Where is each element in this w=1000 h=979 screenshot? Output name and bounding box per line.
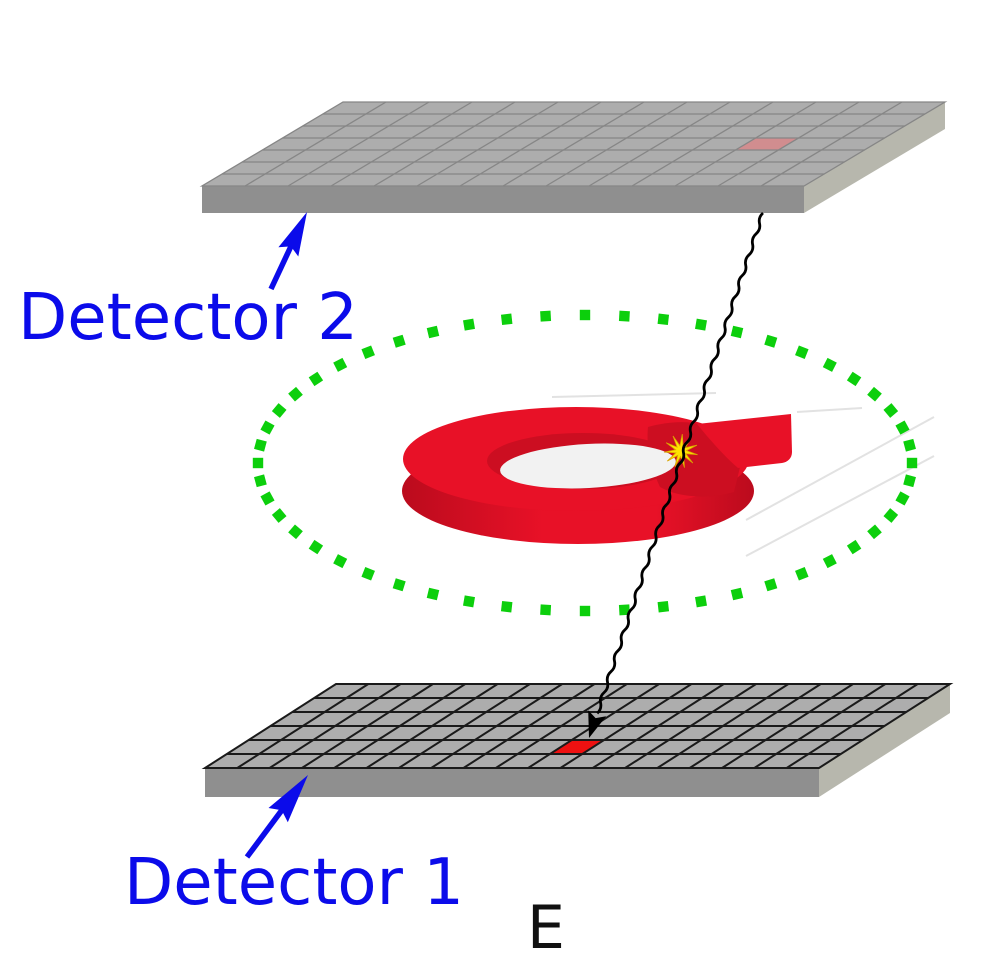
fov-dot [333, 357, 348, 372]
grid-line [760, 101, 903, 187]
fov-dot [308, 371, 324, 387]
arrow-head [278, 212, 307, 257]
fov-dot [462, 318, 476, 331]
ring-hole [500, 443, 676, 489]
arrow-head [268, 775, 308, 823]
grid-line [244, 101, 387, 187]
fov-dot [867, 524, 882, 540]
annihilation-star [663, 434, 698, 468]
fov-dot [618, 604, 630, 616]
fov-dot [271, 508, 287, 523]
detector-2-plate [199, 101, 948, 213]
fov-dot [308, 539, 324, 555]
hit-cell-detector-1 [550, 740, 605, 754]
fov-dot [254, 438, 267, 452]
grid-line [631, 101, 774, 187]
fov-dot [540, 310, 552, 322]
fov-dot [895, 420, 910, 435]
fov-dot [500, 313, 513, 326]
fov-dot [906, 457, 918, 469]
fov-dot [579, 605, 591, 617]
fov-dot [579, 309, 591, 321]
fov-dot [822, 357, 837, 372]
grid-line [330, 101, 473, 187]
detector-2-arrow [268, 212, 307, 291]
fov-dot [271, 403, 287, 418]
ring-tail [697, 414, 792, 468]
annihilation-star-icon [663, 434, 698, 468]
fov-dot [462, 595, 476, 608]
grid-line [373, 101, 516, 187]
fov-dot [254, 474, 267, 488]
grid-line [717, 101, 860, 187]
fov-dot [333, 554, 348, 569]
fov-dot [252, 457, 264, 469]
background-streaks [551, 392, 935, 557]
fov-dot [795, 345, 809, 359]
detector-1-label: Detector 1 [124, 846, 464, 920]
fov-dot [540, 604, 552, 616]
fov-dot [730, 325, 744, 339]
fov-dot [694, 595, 708, 608]
fov-dot [867, 386, 882, 402]
fov-dot [657, 313, 670, 326]
faint-streak [551, 392, 717, 398]
detector-1-arrow [244, 775, 308, 859]
fov-dot [657, 600, 670, 613]
fov-dot [618, 310, 630, 322]
fov-dot [392, 334, 406, 348]
fov-dot [846, 539, 862, 555]
photon-wavy-line [596, 211, 764, 715]
photon-arrowhead [588, 710, 607, 738]
fov-dot [426, 587, 440, 601]
fov-dot [694, 318, 708, 331]
fov-dot [883, 508, 899, 523]
grid-line [459, 101, 602, 187]
photon-path-line [588, 211, 764, 738]
fov-dot [822, 554, 837, 569]
fov-dot [426, 325, 440, 339]
fov-dot [288, 386, 303, 402]
fov-dot [846, 371, 862, 387]
fov-dot [764, 578, 778, 592]
arrow-shaft [268, 243, 295, 291]
fov-dot [730, 587, 744, 601]
fov-dot [795, 567, 809, 581]
grid-line [416, 101, 559, 187]
plate-side-face [819, 684, 950, 797]
fov-dot [361, 567, 375, 581]
grid-line [545, 101, 688, 187]
fov-dot [361, 345, 375, 359]
fov-dotted-ellipse [252, 309, 918, 617]
fov-dot [903, 438, 916, 452]
fov-dot [903, 474, 916, 488]
grid-line [502, 101, 645, 187]
faint-streak [796, 407, 863, 413]
panel-label: E [527, 893, 565, 963]
phantom-ring [402, 407, 792, 544]
fov-dot [883, 403, 899, 418]
grid-line [588, 101, 731, 187]
fov-dot [260, 491, 275, 506]
arrow-shaft [244, 807, 286, 859]
faint-streak [745, 416, 935, 521]
fov-dot [392, 578, 406, 592]
plate-front-face [202, 186, 804, 213]
fov-dot [260, 420, 275, 435]
grid-line [287, 101, 430, 187]
fov-dot [895, 491, 910, 506]
plate-side-face [804, 102, 945, 213]
fov-dot [500, 600, 513, 613]
faint-streak [745, 455, 935, 557]
detector-2-label: Detector 2 [18, 281, 358, 355]
fov-dot [764, 334, 778, 348]
fov-dot [288, 524, 303, 540]
grid-line [674, 101, 817, 187]
detector-1-plate [201, 683, 954, 797]
plate-front-face [205, 768, 819, 797]
